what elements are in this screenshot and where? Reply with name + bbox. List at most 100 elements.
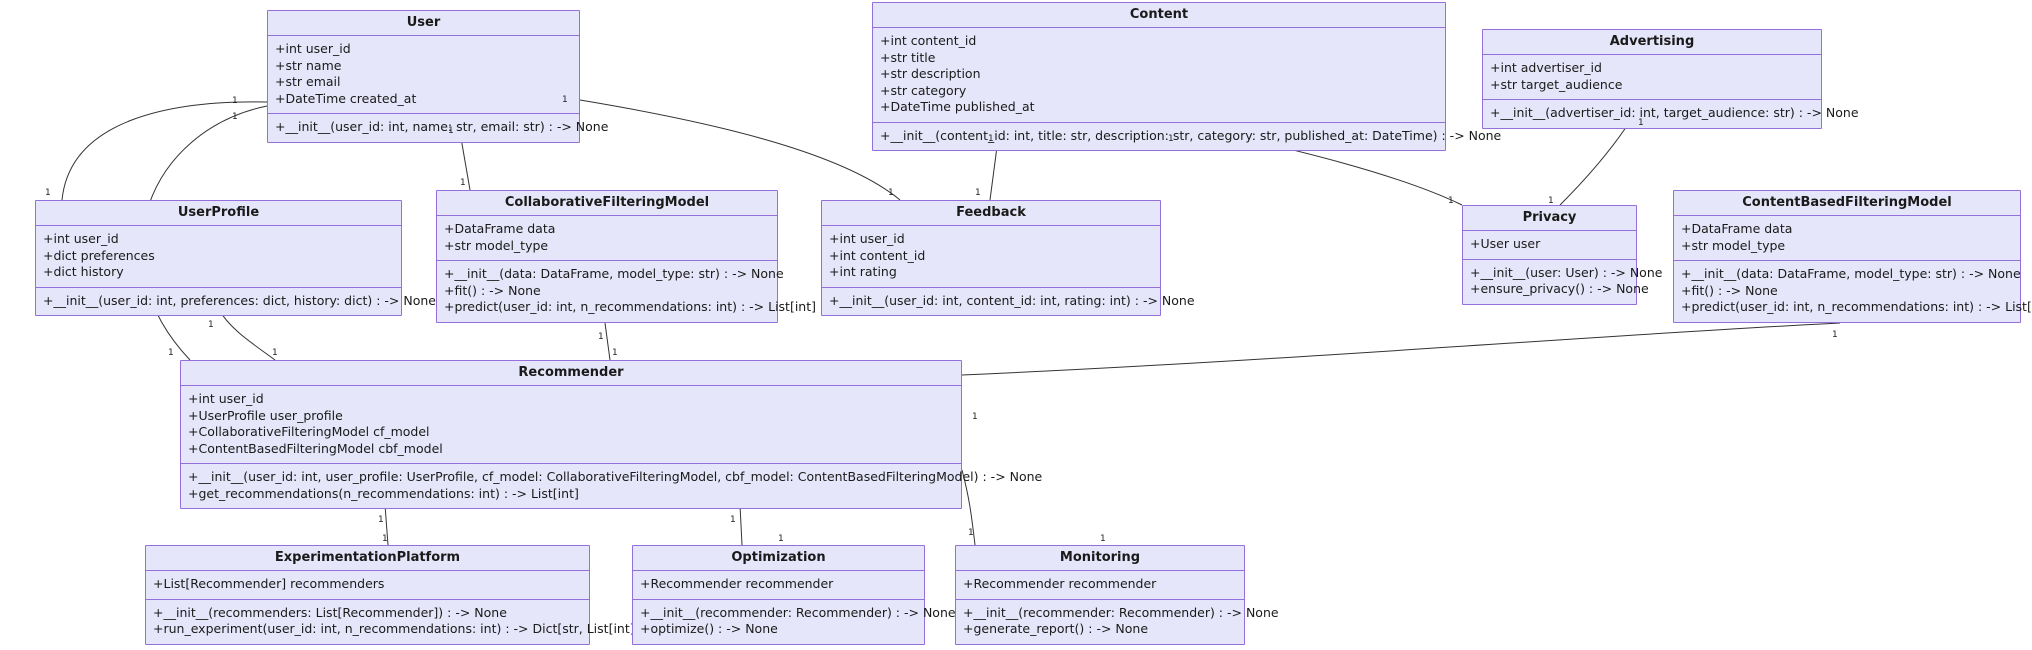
uml-class-feedback[interactable]: Feedback+int user_id+int content_id+int … bbox=[821, 200, 1195, 316]
methods-compartment-cbfmodel: +__init__(data: DataFrame, model_type: s… bbox=[1674, 261, 2032, 322]
multiplicity-label: 1 bbox=[1638, 118, 1644, 128]
attribute-row: +CollaborativeFilteringModel cf_model bbox=[188, 424, 430, 439]
methods-compartment-privacy: +__init__(user: User) : -> None+ensure_p… bbox=[1463, 260, 1663, 304]
uml-class-userprofile[interactable]: UserProfile+int user_id+dict preferences… bbox=[35, 200, 436, 316]
methods-compartment-advertising: +__init__(advertiser_id: int, target_aud… bbox=[1483, 100, 1859, 128]
method-row: +fit() : -> None bbox=[1681, 282, 1778, 298]
multiplicity-label: 1 bbox=[232, 96, 238, 106]
multiplicity-label: 1 bbox=[1548, 196, 1554, 206]
class-name-content: Content bbox=[873, 3, 1445, 28]
method-row: +__init__(recommender: Recommender) : ->… bbox=[963, 604, 1279, 620]
multiplicity-label: 1 bbox=[208, 320, 214, 330]
multiplicity-label: 1 bbox=[612, 348, 618, 358]
attributes-compartment-userprofile: +int user_id+dict preferences+dict histo… bbox=[36, 226, 401, 288]
attribute-row: +str category bbox=[880, 82, 967, 98]
methods-compartment-recommender: +__init__(user_id: int, user_profile: Us… bbox=[181, 464, 1043, 508]
multiplicity-label: 1 bbox=[272, 348, 278, 358]
methods-compartment-feedback: +__init__(user_id: int, content_id: int,… bbox=[822, 288, 1195, 316]
methods-compartment-monitoring: +__init__(recommender: Recommender) : ->… bbox=[956, 600, 1279, 644]
attribute-row: +Recommender recommender bbox=[963, 576, 1157, 591]
attribute-row: +str description bbox=[880, 66, 981, 81]
method-row: +predict(user_id: int, n_recommendations… bbox=[444, 299, 817, 314]
uml-class-experimentation[interactable]: ExperimentationPlatform+List[Recommender… bbox=[145, 545, 640, 645]
multiplicity-label: 1 bbox=[460, 178, 466, 188]
multiplicity-label: 1 bbox=[378, 515, 384, 525]
class-name-experimentation: ExperimentationPlatform bbox=[146, 546, 589, 571]
class-name-cfmodel: CollaborativeFilteringModel bbox=[437, 191, 777, 216]
attribute-row: +int rating bbox=[829, 264, 897, 279]
uml-class-recommender[interactable]: Recommender+int user_id+UserProfile user… bbox=[180, 360, 1043, 509]
attribute-row: +Recommender recommender bbox=[640, 576, 834, 591]
class-name-monitoring: Monitoring bbox=[956, 546, 1244, 571]
method-row: +__init__(recommender: Recommender) : ->… bbox=[640, 604, 956, 620]
attribute-row: +DateTime published_at bbox=[880, 99, 1035, 114]
uml-class-advertising[interactable]: Advertising+int advertiser_id+str target… bbox=[1482, 29, 1859, 129]
association-edge-cfmodel-to-recommender bbox=[604, 322, 611, 361]
method-row: +optimize() : -> None bbox=[640, 621, 778, 636]
methods-compartment-userprofile: +__init__(user_id: int, preferences: dic… bbox=[36, 288, 436, 316]
attribute-row: +int content_id bbox=[829, 247, 926, 263]
attribute-row: +str model_type bbox=[1681, 237, 1786, 253]
class-name-userprofile: UserProfile bbox=[36, 201, 401, 226]
method-row: +__init__(user_id: int, content_id: int,… bbox=[829, 292, 1195, 308]
multiplicity-label: 1 bbox=[1832, 330, 1838, 340]
method-row: +__init__(user_id: int, name: str, email… bbox=[275, 119, 609, 134]
class-name-optimization: Optimization bbox=[633, 546, 924, 571]
methods-compartment-user: +__init__(user_id: int, name: str, email… bbox=[268, 114, 609, 142]
multiplicity-label: 1 bbox=[778, 534, 784, 544]
method-row: +ensure_privacy() : -> None bbox=[1470, 281, 1649, 296]
class-name-cbfmodel: ContentBasedFilteringModel bbox=[1674, 191, 2020, 216]
multiplicity-label: 1 bbox=[730, 515, 736, 525]
attribute-row: +int user_id bbox=[275, 41, 351, 56]
multiplicity-label: 1 bbox=[1100, 534, 1106, 544]
method-row: +get_recommendations(n_recommendations: … bbox=[188, 485, 579, 501]
methods-compartment-experimentation: +__init__(recommenders: List[Recommender… bbox=[146, 600, 640, 644]
method-row: +__init__(advertiser_id: int, target_aud… bbox=[1490, 105, 1859, 120]
uml-class-monitoring[interactable]: Monitoring +Recommender recommender +__ini… bbox=[955, 545, 1279, 645]
multiplicity-label: 1 bbox=[232, 112, 238, 122]
attributes-compartment-optimization: +Recommender recommender bbox=[633, 571, 924, 600]
uml-class-optimization[interactable]: Optimization +Recommender recommender +__i… bbox=[632, 545, 956, 645]
attribute-row: +User user bbox=[1470, 236, 1541, 251]
attribute-row: +ContentBasedFilteringModel cbf_model bbox=[188, 440, 443, 456]
attribute-row: +DataFrame data bbox=[444, 221, 556, 236]
multiplicity-label: 1 bbox=[888, 188, 894, 198]
method-row: +__init__(content_id: int, title: str, d… bbox=[880, 127, 1502, 143]
attribute-row: +dict history bbox=[43, 264, 124, 279]
uml-class-cbfmodel[interactable]: ContentBasedFilteringModel+DataFrame dat… bbox=[1673, 190, 2032, 323]
association-edge-user-to-feedback bbox=[579, 99, 901, 201]
attributes-compartment-cfmodel: +DataFrame data+str model_type bbox=[437, 216, 777, 261]
attribute-row: +DateTime created_at bbox=[275, 90, 417, 106]
method-row: +__init__(data: DataFrame, model_type: s… bbox=[1681, 266, 2021, 281]
method-row: +__init__(user_id: int, user_profile: Us… bbox=[188, 469, 1043, 484]
uml-class-cfmodel[interactable]: CollaborativeFilteringModel+DataFrame da… bbox=[436, 190, 817, 323]
multiplicity-label: 1 bbox=[448, 126, 454, 136]
method-row: +__init__(data: DataFrame, model_type: s… bbox=[444, 266, 784, 281]
attributes-compartment-content: +int content_id+str title+str descriptio… bbox=[873, 28, 1445, 123]
method-row: +__init__(user_id: int, preferences: dic… bbox=[43, 292, 436, 308]
multiplicity-label: 1 bbox=[972, 412, 978, 422]
uml-class-content[interactable]: Content+int content_id+str title+str des… bbox=[872, 2, 1502, 151]
method-row: +__init__(user: User) : -> None bbox=[1470, 264, 1663, 280]
attributes-compartment-cbfmodel: +DataFrame data+str model_type bbox=[1674, 216, 2020, 261]
attribute-row: +int user_id bbox=[188, 391, 264, 406]
attribute-row: +int user_id bbox=[829, 231, 905, 246]
multiplicity-label: 1 bbox=[1168, 134, 1174, 144]
uml-class-user[interactable]: User+int user_id+str name+str email+Date… bbox=[267, 10, 609, 143]
attributes-compartment-feedback: +int user_id+int content_id+int rating bbox=[822, 226, 1160, 288]
association-edge-recommender-to-cbfmodel bbox=[961, 322, 1841, 376]
class-name-recommender: Recommender bbox=[181, 361, 961, 386]
attributes-compartment-privacy: +User user bbox=[1463, 231, 1636, 260]
attributes-compartment-monitoring: +Recommender recommender bbox=[956, 571, 1244, 600]
multiplicity-label: 1 bbox=[1448, 196, 1454, 206]
method-row: +predict(user_id: int, n_recommendations… bbox=[1681, 299, 2032, 314]
multiplicity-label: 1 bbox=[45, 188, 51, 198]
uml-class-privacy[interactable]: Privacy+User user+__init__(user: User) :… bbox=[1462, 205, 1663, 305]
multiplicity-label: 1 bbox=[562, 95, 568, 105]
multiplicity-label: 1 bbox=[968, 528, 974, 538]
attributes-compartment-advertising: +int advertiser_id+str target_audience bbox=[1483, 55, 1821, 100]
attributes-compartment-user: +int user_id+str name+str email+DateTime… bbox=[268, 36, 579, 114]
attribute-row: +str model_type bbox=[444, 237, 549, 253]
methods-compartment-optimization: +__init__(recommender: Recommender) : ->… bbox=[633, 600, 956, 644]
